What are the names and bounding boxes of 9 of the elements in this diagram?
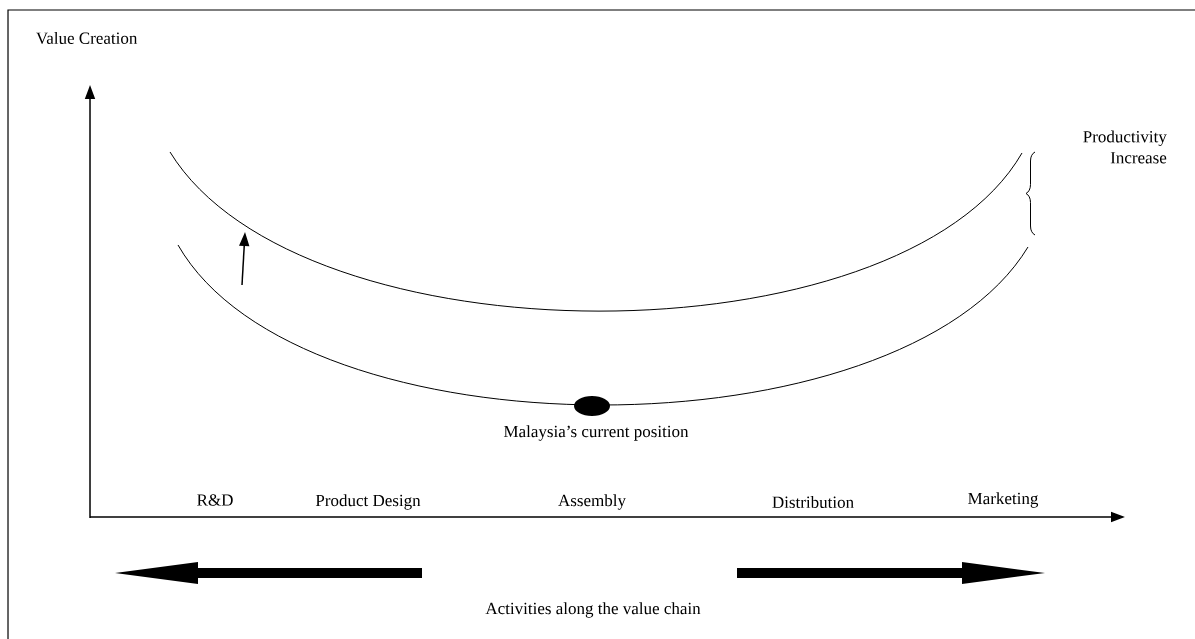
caption-text: Malaysia’s current position [503, 425, 689, 441]
category-label: Distribution [772, 496, 854, 508]
axis-label: Activities along the value chain [485, 602, 701, 618]
category-label: Marketing [968, 492, 1039, 508]
annotation-text: Productivity Increase [1083, 130, 1167, 164]
category-label: Assembly [558, 494, 626, 510]
axis-label: Value Creation [36, 31, 138, 44]
category-label: R&D [197, 494, 233, 506]
category-label: Product Design [315, 494, 421, 510]
